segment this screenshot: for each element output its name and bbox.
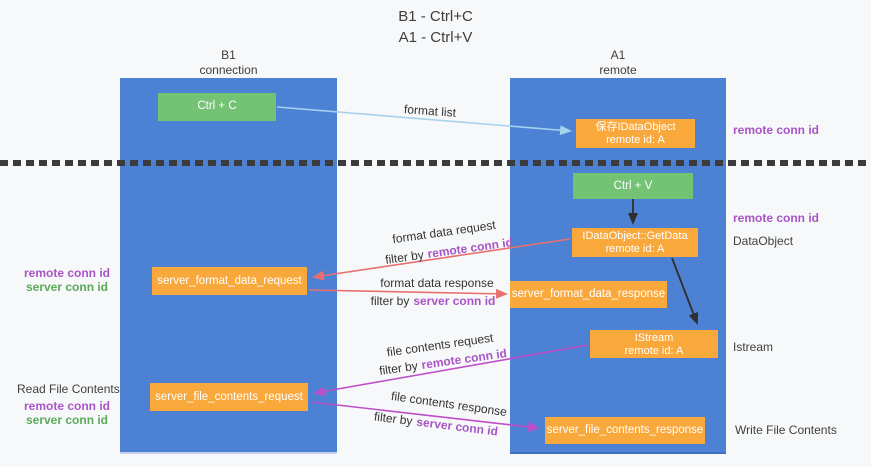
getdata-line1: IDataObject::GetData [582, 230, 688, 242]
title-line-2: A1 - Ctrl+V [398, 29, 473, 46]
left-conn-id-block-mid: remote conn id server conn id [17, 266, 117, 294]
left-remote-conn-id-mid-label: remote conn id [23, 266, 110, 280]
getdata-line2: remote id: A [605, 243, 665, 255]
title-line-1: B1 - Ctrl+C [398, 8, 473, 25]
lane-b1-subtitle: connection [199, 63, 258, 77]
server-format-data-response-box: server_format_data_response [510, 281, 667, 308]
left-server-conn-id-bottom-label: server conn id [25, 413, 109, 427]
getdata-box: IDataObject::GetData remote id: A [572, 228, 698, 257]
ctrl-v-box: Ctrl + V [573, 173, 693, 199]
right-remote-conn-id-mid-label: remote conn id [733, 211, 820, 225]
dashed-separator-line [0, 160, 871, 166]
diagram-title: B1 - Ctrl+C A1 - Ctrl+V [0, 6, 871, 48]
istream-line1: IStream [634, 332, 674, 344]
format-data-response-label: format data response [380, 276, 494, 290]
save-dataobject-line1: 保存IDataObject [595, 121, 676, 133]
lane-header-b1: B1 connection [120, 48, 337, 78]
server-file-contents-response-box: server_file_contents_response [545, 417, 705, 444]
server-format-data-request-box: server_format_data_request [152, 267, 307, 295]
filter-by-text: filter by [373, 409, 414, 429]
left-server-conn-id-mid-label: server conn id [25, 280, 109, 294]
save-dataobject-line2: remote id: A [606, 134, 665, 146]
filter-by-text: filter by [370, 294, 410, 308]
save-dataobject-box: 保存IDataObject remote id: A [576, 119, 695, 148]
server-file-contents-request-box: server_file_contents_request [150, 383, 308, 411]
ctrl-c-box: Ctrl + C [158, 93, 276, 121]
lane-a1-title: A1 [610, 48, 626, 62]
filter-by-text: filter by [384, 247, 425, 267]
left-conn-id-block-bottom: Read File Contents remote conn id server… [17, 382, 120, 427]
istream-box: IStream remote id: A [590, 330, 718, 358]
right-remote-conn-id-top-label: remote conn id [733, 123, 820, 137]
left-remote-conn-id-bottom-label: remote conn id [23, 399, 110, 413]
istream-line2: remote id: A [624, 345, 684, 357]
lane-b1-title: B1 [221, 48, 236, 62]
format-list-label: format list [403, 102, 457, 120]
server-conn-id-text: server conn id [415, 414, 499, 439]
filter-by-text: filter by [378, 358, 419, 378]
lane-header-a1: A1 remote [510, 48, 726, 78]
lane-a1-subtitle: remote [599, 63, 637, 77]
read-file-contents-label: Read File Contents [17, 382, 120, 396]
server-conn-id-text: server conn id [413, 294, 496, 308]
write-file-contents-label: Write File Contents [735, 423, 837, 437]
dataobject-label: DataObject [733, 234, 794, 248]
istream-side-label: Istream [733, 340, 774, 354]
